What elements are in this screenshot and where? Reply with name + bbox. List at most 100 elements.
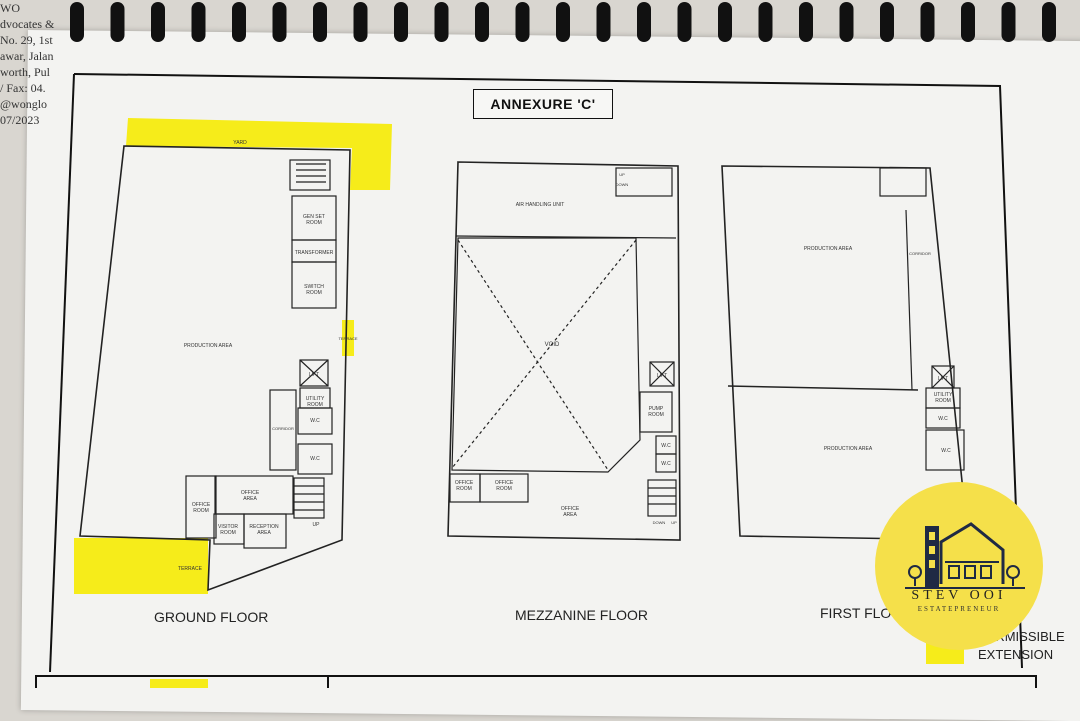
label-production: PRODUCTION AREA	[184, 343, 233, 349]
binding-coil	[191, 2, 206, 42]
first-floor-plan	[721, 165, 969, 541]
binding-coil	[232, 2, 246, 42]
ff-stair-top	[879, 167, 927, 197]
side-text-line: WO	[0, 1, 20, 15]
binding-coil	[556, 2, 570, 42]
first-outer-wall	[721, 165, 969, 541]
first-mid-wall	[727, 385, 919, 391]
binding-coil	[434, 2, 449, 42]
binding-coil	[880, 2, 894, 42]
mz-stair-bottom	[647, 479, 677, 517]
binding-coil	[515, 2, 530, 42]
mz-pump-room	[639, 391, 673, 433]
binding-coil	[353, 2, 368, 42]
title-block-swatch	[150, 679, 208, 688]
ground-floor-label: GROUND FLOOR	[154, 609, 269, 625]
label-corridor: CORRIDOR	[272, 426, 294, 431]
side-text-line: worth, Pul	[0, 65, 51, 79]
house-logo-icon	[905, 522, 1025, 589]
binding-coil	[961, 2, 975, 42]
label-void: VOID	[545, 342, 560, 348]
side-terrace-extension	[342, 320, 354, 356]
label-lift: LIFT	[309, 372, 319, 378]
label-ff-production-1: PRODUCTION AREA	[804, 246, 853, 252]
wc-1	[297, 407, 333, 435]
ground-floor-plan	[74, 118, 392, 594]
label-mz-wc-1: W.C	[661, 443, 671, 449]
side-text-line: @wonglo	[0, 97, 48, 111]
side-text-line: 07/2023	[0, 113, 40, 127]
ground-outer-wall	[79, 145, 351, 592]
watermark-name: STEV OOI	[911, 588, 1007, 603]
watermark-tagline: ESTATEPRENEUR	[917, 605, 1001, 613]
mezzanine-outer-wall	[447, 161, 681, 541]
side-text-line: No. 29, 1st	[0, 33, 53, 47]
binding-coil	[110, 2, 125, 42]
wc-2	[297, 443, 333, 475]
reception-block	[243, 513, 287, 549]
sheet-border	[73, 73, 1023, 669]
label-mz-wc-2: W.C	[661, 461, 671, 467]
label-terrace-side: TERRACE	[338, 336, 357, 341]
lift-shaft	[299, 359, 329, 387]
binding-coil	[596, 2, 611, 42]
label-mz-up: UP	[671, 520, 677, 525]
mezzanine-floor-label: MEZZANINE FLOOR	[515, 607, 649, 623]
label-mz-down-top: DOWN	[616, 182, 629, 187]
sheet-border-left	[49, 73, 75, 673]
binding-coil	[272, 2, 287, 42]
ff-wc-1	[925, 407, 961, 429]
sheet-title: ANNEXURE 'C'	[473, 89, 613, 119]
side-address-text: WO dvocates & No. 29, 1st awar, Jalan wo…	[0, 0, 70, 128]
ahu-divider	[455, 235, 677, 239]
corridor-block	[269, 389, 297, 471]
void-outline	[451, 237, 641, 473]
label-mz-up-top: UP	[619, 172, 625, 177]
binding-coil	[1001, 2, 1016, 42]
void-cross-1	[457, 239, 609, 471]
binding-coil	[70, 2, 84, 42]
binding-coil	[313, 2, 327, 42]
label-wc-1: W.C	[310, 418, 320, 424]
label-wc-2: W.C	[310, 456, 320, 462]
watermark-logo: STEV OOI ESTATEPRENEUR	[875, 482, 1043, 650]
label-ahu: AIR HANDLING UNIT	[516, 202, 565, 208]
label-ff-corridor: CORRIDOR	[909, 251, 931, 256]
label-up: UP	[313, 522, 321, 528]
label-terrace: TERRACE	[178, 566, 203, 572]
yard-extension	[126, 118, 392, 190]
label-transformer: TRANSFORMER	[295, 250, 334, 256]
binding-coil	[475, 2, 489, 42]
binding-coil	[799, 2, 813, 42]
label-ff-wc-1: W.C	[938, 416, 948, 422]
binding-coil	[718, 2, 732, 42]
label-mz-down: DOWN	[653, 520, 666, 525]
binding-coil	[758, 2, 773, 42]
binding-coil	[839, 2, 854, 42]
spiral-binding	[70, 2, 1056, 42]
binding-coil	[677, 2, 692, 42]
mz-lift	[649, 361, 675, 387]
label-mz-lift: LIFT	[657, 373, 667, 379]
binding-coil	[920, 2, 935, 42]
terrace-extension	[74, 538, 208, 594]
ff-wc-2	[925, 429, 965, 471]
office-room-block	[185, 475, 217, 539]
mz-wc-2	[655, 453, 677, 473]
binding-coil	[1042, 2, 1056, 42]
mz-stair-top	[615, 167, 673, 197]
label-ff-wc-2: W.C	[941, 448, 951, 454]
